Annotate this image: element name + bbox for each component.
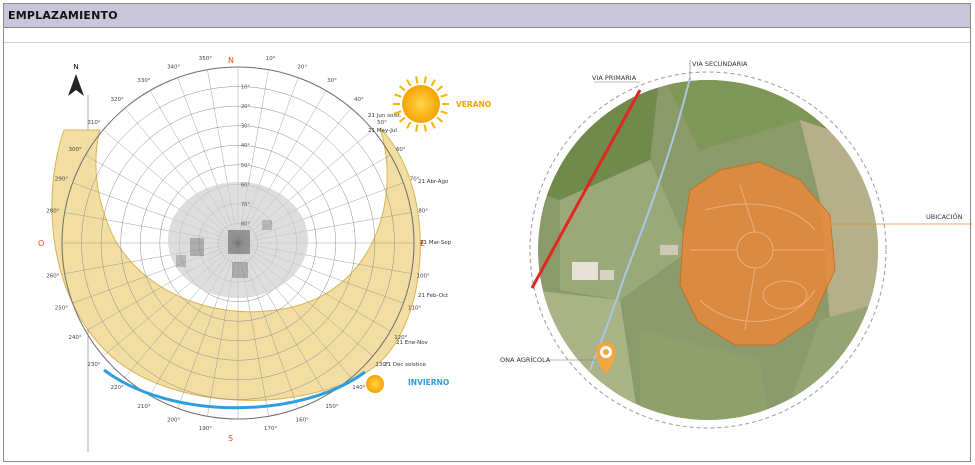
date-curve-label: 21 Abr-Ago: [418, 179, 449, 185]
azimuth-label: 50°: [377, 120, 387, 126]
label-ubicacion: UBICACIÓN: [926, 212, 963, 221]
summer-label: VERANO: [456, 100, 491, 109]
azimuth-label: 130°: [375, 362, 388, 368]
date-curve-label: 21 Feb-Oct: [418, 293, 449, 299]
map-ring: [529, 71, 887, 429]
date-curve-label: 21 Mar-Sep: [420, 240, 452, 246]
azimuth-label: 210°: [137, 404, 150, 410]
azimuth-label: 20°: [297, 64, 307, 70]
azimuth-label: 30°: [327, 78, 337, 84]
date-curve-label: 21 Jun solst.: [368, 113, 402, 119]
altitude-label: 80°: [241, 221, 250, 227]
azimuth-label: 170°: [264, 426, 277, 432]
winter-label: INVIERNO: [408, 378, 449, 387]
cardinal-south: S: [228, 434, 233, 443]
azimuth-label: 150°: [325, 404, 338, 410]
sun-summer-icon: [393, 76, 449, 132]
cardinal-north: N: [228, 56, 234, 65]
altitude-label: 70°: [241, 202, 250, 208]
date-curve-label: 21 Ene-Nov: [396, 340, 429, 346]
altitude-label: 50°: [241, 163, 250, 169]
date-curve-label: 21 May-Jul: [368, 128, 397, 134]
site-area: [679, 161, 836, 346]
location-dot: [827, 221, 833, 227]
cardinal-west: O: [38, 239, 44, 248]
azimuth-label: 310°: [87, 120, 100, 126]
azimuth-label: 220°: [111, 385, 124, 391]
map-pin-icon: [596, 342, 616, 374]
azimuth-label: 120°: [394, 335, 407, 341]
azimuth-label: 280°: [46, 208, 59, 214]
azimuth-label: 110°: [408, 305, 421, 311]
site-paths: [690, 184, 825, 331]
azimuth-label: 100°: [417, 274, 430, 280]
altitude-label: 40°: [241, 143, 250, 149]
date-curve-label: 21 Dec solstice: [384, 362, 426, 368]
altitude-label: 20°: [241, 104, 250, 110]
azimuth-label: 340°: [167, 64, 180, 70]
winter-path-arc: [103, 368, 366, 410]
azimuth-label: 10°: [266, 56, 276, 62]
azimuth-label: 200°: [167, 418, 180, 424]
campus-silhouette: [168, 182, 308, 298]
azimuth-label: 300°: [69, 147, 82, 153]
label-via-secundaria: VIA SECUNDARIA: [692, 60, 748, 68]
divider: [4, 42, 970, 43]
azimuth-label: 160°: [296, 418, 309, 424]
label-via-primaria: VIA PRIMARIA: [592, 74, 637, 82]
primary-road: [530, 89, 642, 289]
azimuth-label: 290°: [55, 177, 68, 183]
azimuth-label: 240°: [69, 335, 82, 341]
section-title: EMPLAZAMIENTO: [8, 9, 118, 22]
sun-winter-icon: [366, 375, 384, 393]
azimuth-label: 250°: [55, 305, 68, 311]
north-arrow-icon: N: [68, 63, 84, 96]
azimuth-label: 330°: [137, 78, 150, 84]
cardinal-east: E: [420, 239, 425, 248]
azimuth-label: 350°: [199, 56, 212, 62]
altitude-label: 60°: [241, 182, 250, 188]
azimuth-label: 140°: [352, 385, 365, 391]
azimuth-label: 70°: [410, 177, 420, 183]
azimuth-label: 230°: [87, 362, 100, 368]
azimuth-label: 60°: [396, 147, 406, 153]
section-header: EMPLAZAMIENTO: [4, 4, 970, 28]
altitude-label: 10°: [241, 85, 250, 91]
altitude-label: 30°: [241, 124, 250, 130]
sun-path-band: [51, 127, 421, 401]
azimuth-label: 260°: [46, 274, 59, 280]
azimuth-label: 190°: [199, 426, 212, 432]
azimuth-label: 320°: [111, 97, 124, 103]
azimuth-label: 80°: [418, 208, 428, 214]
svg-text:N: N: [73, 63, 78, 71]
azimuth-label: 40°: [354, 97, 364, 103]
label-zona-agricola: ONA AGRÍCOLA: [500, 355, 551, 364]
